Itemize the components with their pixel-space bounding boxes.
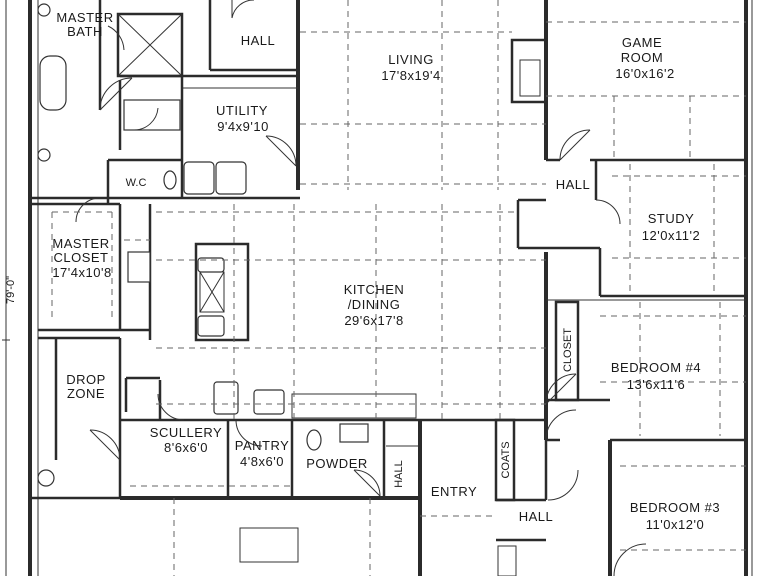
- kitchen-dims: 29'6x17'8: [344, 313, 403, 328]
- hall-powder-label: HALL: [393, 460, 405, 488]
- utility-dims: 9'4x9'10: [217, 119, 269, 134]
- coats-label: COATS: [500, 441, 512, 478]
- scullery-label: SCULLERY: [150, 425, 222, 440]
- hall-mid-label: HALL: [556, 177, 591, 192]
- doors: [75, 0, 647, 576]
- game-room-label: GAME: [622, 35, 662, 50]
- dimension-label: 79'-0": [5, 276, 17, 304]
- master-closet-dims: 17'4x10'8: [52, 265, 111, 280]
- master-bath-label-2: BATH: [67, 24, 103, 39]
- game-room-label-2: ROOM: [621, 50, 663, 65]
- living-dims: 17'8x19'4: [381, 68, 440, 83]
- living-label: LIVING: [388, 52, 434, 67]
- bedroom3-label: BEDROOM #3: [630, 500, 720, 515]
- ceiling-dash-lines: [51, 0, 746, 576]
- kitchen-label-2: /DINING: [348, 297, 401, 312]
- drop-zone-label-2: ZONE: [67, 386, 105, 401]
- utility-label: UTILITY: [216, 103, 268, 118]
- wc-label: W.C: [126, 177, 147, 189]
- bedroom4-dims: 13'6x11'6: [627, 377, 685, 392]
- drop-zone-label: DROP: [66, 372, 106, 387]
- room-labels: MASTER BATH HALL LIVING 17'8x19'4 GAME R…: [52, 10, 720, 532]
- master-closet-label-2: CLOSET: [53, 250, 108, 265]
- pantry-label: PANTRY: [235, 438, 290, 453]
- hall-top-label: HALL: [241, 33, 276, 48]
- closet-label: CLOSET: [562, 328, 574, 372]
- interior-walls: [30, 0, 746, 576]
- powder-label: POWDER: [306, 456, 368, 471]
- study-dims: 12'0x11'2: [642, 228, 700, 243]
- scullery-dims: 8'6x6'0: [164, 440, 208, 455]
- master-closet-label: MASTER: [52, 236, 109, 251]
- pantry-dims: 4'8x6'0: [240, 454, 284, 469]
- bedroom3-dims: 11'0x12'0: [646, 517, 704, 532]
- kitchen-label: KITCHEN: [344, 282, 405, 297]
- kitchen-island: [158, 242, 417, 420]
- dimension-line: 79'-0": [2, 0, 17, 576]
- entry-label: ENTRY: [431, 484, 477, 499]
- study-label: STUDY: [648, 211, 695, 226]
- master-bath-label: MASTER: [56, 10, 113, 25]
- game-room-dims: 16'0x16'2: [615, 66, 674, 81]
- bedroom4-label: BEDROOM #4: [611, 360, 701, 375]
- hall-bottom-label: HALL: [519, 509, 554, 524]
